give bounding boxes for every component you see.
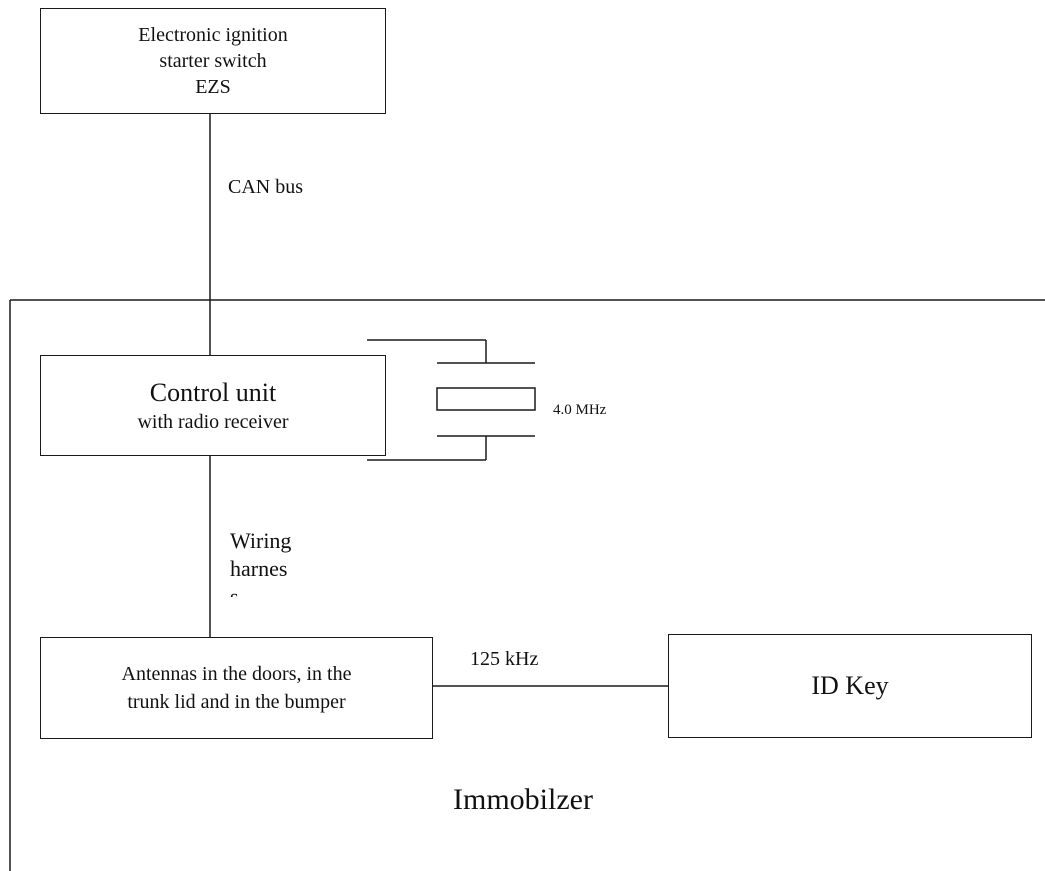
ezs-line-3: EZS — [195, 76, 231, 98]
antennas-line-2: trunk lid and in the bumper — [127, 691, 346, 713]
wiring-line-2: harnes — [230, 556, 288, 581]
ezs-line-2: starter switch — [159, 50, 267, 72]
immobilizer-label: Immobilzer — [453, 783, 593, 816]
ezs-line-1: Electronic ignition — [138, 24, 288, 46]
wiring-line-1: Wiring — [230, 528, 292, 553]
ezs-box: Electronic ignition starter switch EZS — [40, 8, 386, 114]
frequency-125khz-label: 125 kHz — [470, 648, 539, 670]
id-key-label: ID Key — [811, 671, 889, 700]
can-bus-label: CAN bus — [228, 176, 304, 198]
crystal-oscillator-symbol — [367, 339, 536, 461]
control-unit-box: Control unit with radio receiver — [40, 355, 386, 456]
wiring-line-3: s — [230, 584, 239, 597]
control-unit-title: Control unit — [149, 377, 277, 407]
antennas-line-1: Antennas in the doors, in the — [121, 663, 352, 685]
id-key-box: ID Key — [668, 634, 1032, 738]
antennas-box: Antennas in the doors, in the trunk lid … — [40, 637, 433, 739]
control-unit-subtitle: with radio receiver — [137, 410, 289, 433]
crystal-frequency-label: 4.0 MHz — [553, 402, 607, 418]
wiring-harness-label: Wiring harnes s — [230, 527, 291, 597]
